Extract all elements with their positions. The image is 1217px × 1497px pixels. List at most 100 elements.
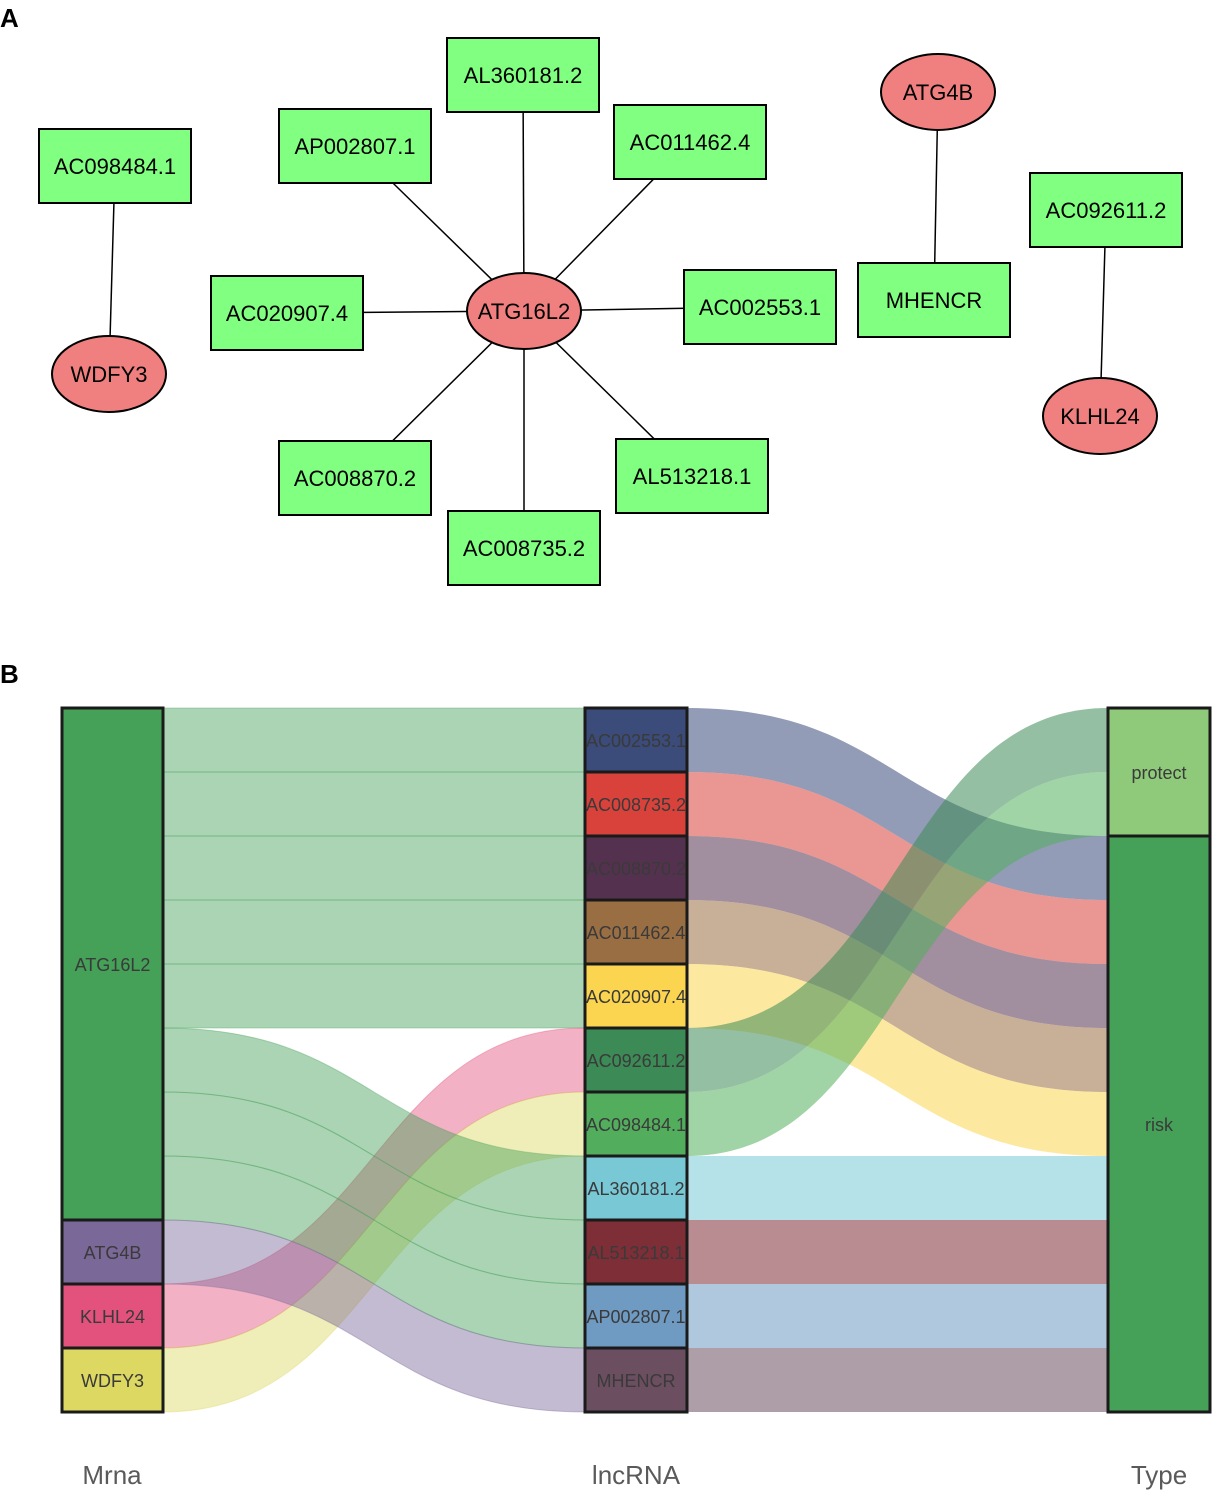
stratum-box: [60, 1346, 165, 1414]
lncrna-node-box: [615, 438, 769, 514]
mrna-node-klhl24: KLHL24: [1042, 377, 1158, 455]
lncrna-node-label: AC008735.2: [463, 536, 585, 561]
lncrna-node-label: AL360181.2: [464, 63, 583, 88]
stratum-mrna-atg4b: ATG4B: [60, 1218, 165, 1286]
stratum-box: [60, 706, 165, 1222]
lncrna-node-box: [447, 510, 601, 586]
lncrna-node-box: [613, 104, 767, 180]
stratum-label: KLHL24: [80, 1307, 145, 1327]
lncrna-node-al360181-2: AL360181.2: [446, 37, 600, 113]
lncrna-node-ac008735-2: AC008735.2: [447, 510, 601, 586]
lncrna-node-label: AP002807.1: [294, 134, 415, 159]
lncrna-node-ac011462-4: AC011462.4: [613, 104, 767, 180]
flow-ac092611-2-protect: [687, 708, 1108, 1092]
stratum-label: AL360181.2: [587, 1179, 684, 1199]
axis-label-mrna: Mrna: [82, 1460, 142, 1490]
stratum-label: AC008870.2: [586, 859, 686, 879]
stratum-label: AC092611.2: [587, 1051, 686, 1071]
stratum-label: protect: [1131, 763, 1186, 783]
stratum-box: [583, 1346, 689, 1414]
mrna-node-label: KLHL24: [1060, 404, 1140, 429]
mrna-node-ellipse: [466, 272, 582, 350]
stratum-lncrna-ap002807-1: AP002807.1: [583, 1282, 689, 1350]
stratum-label: ATG4B: [84, 1243, 142, 1263]
stratum-box: [1106, 834, 1212, 1414]
stratum-label: AC002553.1: [586, 731, 686, 751]
flow-atg16l2-ac008735-2: [162, 771, 586, 837]
mrna-node-label: ATG4B: [903, 80, 974, 105]
stratum-lncrna-ac011462-4: AC011462.4: [583, 898, 689, 966]
stratum-lncrna-ac092611-2: AC092611.2: [583, 1026, 689, 1094]
lncrna-node-box: [210, 275, 364, 351]
stratum-label: AC098484.1: [586, 1115, 686, 1135]
mrna-node-ellipse: [51, 335, 167, 413]
stratum-box: [583, 1090, 689, 1158]
stratum-type-risk: risk: [1106, 834, 1212, 1414]
stratum-box: [1106, 706, 1212, 838]
mrna-node-atg4b: ATG4B: [880, 53, 996, 131]
lncrna-node-box: [38, 128, 192, 204]
stratum-mrna-klhl24: KLHL24: [60, 1282, 165, 1350]
stratum-label: AL513218.1: [587, 1243, 684, 1263]
stratum-label: ATG16L2: [75, 955, 151, 975]
lncrna-node-label: AC011462.4: [630, 130, 751, 155]
lncrna-node-box: [278, 440, 432, 516]
lncrna-node-box: [683, 269, 837, 345]
stratum-box: [583, 898, 689, 966]
stratum-mrna-wdfy3: WDFY3: [60, 1346, 165, 1414]
lncrna-node-box: [1029, 172, 1183, 248]
stratum-lncrna-al513218-1: AL513218.1: [583, 1218, 689, 1286]
lncrna-node-ac020907-4: AC020907.4: [210, 275, 364, 351]
axis-label-lncrna: lncRNA: [592, 1460, 681, 1490]
stratum-lncrna-ac020907-4: AC020907.4: [583, 962, 689, 1030]
lncrna-node-label: MHENCR: [886, 288, 983, 313]
flow-ap002807-1-risk: [687, 1284, 1108, 1348]
lncrna-node-box: [857, 262, 1011, 338]
stratum-label: AC008735.2: [586, 795, 686, 815]
stratum-label: AC020907.4: [586, 987, 686, 1007]
stratum-box: [583, 834, 689, 902]
stratum-lncrna-ac002553-1: AC002553.1: [583, 706, 689, 774]
lncrna-node-label: AC002553.1: [699, 295, 821, 320]
stratum-lncrna-ac008735-2: AC008735.2: [583, 770, 689, 838]
stratum-box: [583, 962, 689, 1030]
lncrna-node-label: AC092611.2: [1046, 198, 1167, 223]
stratum-type-protect: protect: [1106, 706, 1212, 838]
mrna-node-label: ATG16L2: [478, 299, 571, 324]
lncrna-node-label: AC098484.1: [54, 154, 176, 179]
sankey-flows: [162, 707, 1108, 1413]
flow-atg16l2-ac002553-1: [162, 707, 586, 773]
lncrna-node-ap002807-1: AP002807.1: [278, 108, 432, 184]
lncrna-node-label: AL513218.1: [633, 464, 752, 489]
stratum-box: [583, 1282, 689, 1350]
lncrna-node-al513218-1: AL513218.1: [615, 438, 769, 514]
lncrna-node-mhencr: MHENCR: [857, 262, 1011, 338]
panel-label-b: B: [0, 659, 19, 689]
stratum-label: MHENCR: [597, 1371, 676, 1391]
edge-atg16l2-al360181-2: [522, 74, 525, 312]
stratum-label: AC011462.4: [587, 923, 686, 943]
flow-atg16l2-ac008870-2: [162, 835, 586, 901]
panel-label-a: A: [0, 3, 19, 33]
mrna-node-wdfy3: WDFY3: [51, 335, 167, 413]
stratum-lncrna-mhencr: MHENCR: [583, 1346, 689, 1414]
lncrna-node-ac002553-1: AC002553.1: [683, 269, 837, 345]
stratum-label: risk: [1145, 1115, 1174, 1135]
mrna-node-ellipse: [880, 53, 996, 131]
stratum-lncrna-al360181-2: AL360181.2: [583, 1154, 689, 1222]
lncrna-node-label: AC008870.2: [294, 466, 416, 491]
mrna-node-atg16l2: ATG16L2: [466, 272, 582, 350]
mrna-node-label: WDFY3: [71, 362, 148, 387]
lncrna-node-box: [446, 37, 600, 113]
stratum-mrna-atg16l2: ATG16L2: [60, 706, 165, 1222]
flow-atg16l2-ac020907-4: [162, 963, 586, 1029]
stratum-box: [583, 770, 689, 838]
flow-ac098484-1-protect: [687, 772, 1108, 1156]
lncrna-node-box: [278, 108, 432, 184]
lncrna-node-ac098484-1: AC098484.1: [38, 128, 192, 204]
flow-al360181-2-risk: [687, 1156, 1108, 1220]
